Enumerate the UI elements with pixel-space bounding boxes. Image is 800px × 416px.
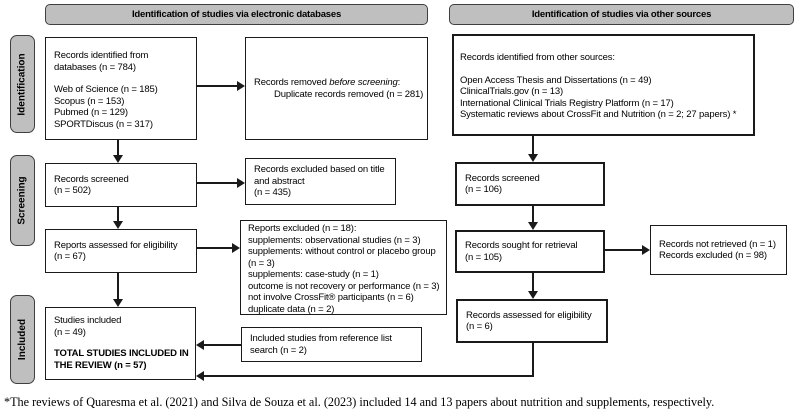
box-records-screened: Records screened (n = 502) — [45, 163, 197, 207]
arrow-assessed-to-included-line — [117, 273, 119, 300]
arrow-screened-to-assessed-line — [117, 207, 119, 222]
header-other-sources: Identification of studies via other sour… — [449, 4, 794, 25]
box-records-identified-other-sources: Records identified from other sources: O… — [452, 34, 755, 136]
arrow-down-icon — [113, 299, 123, 307]
text-line: SPORTDiscus (n = 317) — [54, 118, 153, 130]
text-line: Records sought for retrieval — [465, 240, 578, 251]
text-line: Records assessed for eligibility — [466, 309, 592, 321]
text-line: Systematic reviews about CrossFit and Nu… — [460, 109, 737, 120]
text-line: Studies included — [54, 315, 122, 326]
text-line: Duplicate records removed (n = 281) — [274, 88, 424, 100]
text-line: search (n = 2) — [250, 344, 307, 356]
footnote: *The reviews of Quaresma et al. (2021) a… — [4, 395, 715, 409]
box-reports-assessed-eligibility: Reports assessed for eligibility (n = 67… — [45, 229, 197, 273]
text-line: Records not retrieved (n = 1) — [659, 238, 776, 250]
text-part: Records removed — [254, 77, 330, 88]
text-line: Included studies from reference list — [250, 333, 392, 344]
box-studies-included-total: Studies included (n = 49) TOTAL STUDIES … — [45, 307, 196, 380]
text-line: (n = 6) — [466, 321, 493, 332]
box-records-assessed-eligibility-other: Records assessed for eligibility (n = 6) — [456, 299, 608, 343]
stage-included: Included — [10, 295, 35, 384]
stage-identification-label: Identification — [17, 52, 29, 116]
stage-screening-label: Screening — [17, 176, 29, 225]
arrow-assessed-to-reports-excluded-line — [197, 247, 233, 249]
elbow-assessed-other-to-included-horizontal — [204, 375, 534, 377]
text-line: supplements: case-study (n = 1) — [248, 269, 379, 280]
text-line: Records identified from — [54, 50, 149, 61]
text-part-italic: before screening — [329, 77, 398, 88]
text-line: Records removed before screening: — [254, 77, 419, 89]
text-line: (n = 3) — [248, 257, 275, 269]
arrow-left-icon — [196, 340, 204, 350]
arrow-down-icon — [528, 222, 538, 230]
box-records-screened-other: Records screened (n = 106) — [455, 162, 605, 206]
text-line: Pubmed (n = 129) — [54, 107, 128, 118]
box-records-identified-databases: Records identified from databases (n = 7… — [45, 37, 197, 140]
text-line: duplicate data (n = 2) — [248, 303, 335, 315]
arrow-other-screened-to-sought-line — [532, 206, 534, 223]
box-records-removed-before-screening: Records removed before screening: Duplic… — [245, 37, 428, 140]
stage-identification: Identification — [10, 35, 35, 133]
text-part: : — [397, 77, 401, 88]
stage-included-label: Included — [17, 318, 28, 361]
text-line: (n = 49) — [54, 326, 86, 338]
text-line-bold: THE REVIEW (n = 57) — [54, 359, 147, 371]
text-line: Records excluded based on title — [254, 164, 385, 175]
arrow-screened-to-excluded-line — [197, 182, 238, 184]
text-line: International Clinical Trials Registry P… — [460, 97, 674, 109]
text-line: (n = 105) — [465, 251, 502, 263]
arrow-right-icon — [642, 245, 650, 255]
box-records-excluded-title-abstract: Records excluded based on title and abst… — [245, 158, 396, 205]
arrow-right-icon — [237, 178, 245, 188]
text-line: Scopus (n = 153) — [54, 95, 125, 107]
text-line: Records identified from other sources: — [460, 52, 615, 63]
text-line: databases (n = 784) — [54, 61, 136, 73]
box-reports-excluded-reasons: Reports excluded (n = 18): supplements: … — [240, 220, 447, 315]
arrow-sought-to-assessed-line — [532, 273, 534, 292]
arrow-identified-to-screened-line — [117, 140, 119, 156]
text-line: not involve CrossFit® participants (n = … — [248, 292, 414, 303]
text-line: supplements: observational studies (n = … — [248, 234, 421, 246]
arrow-identified-to-removed-line — [197, 85, 238, 87]
text-line: (n = 435) — [254, 187, 291, 198]
text-line: outcome is not recovery or performance (… — [248, 280, 440, 292]
arrow-reference-to-included-line — [204, 344, 241, 346]
text-line: Open Access Thesis and Dissertations (n … — [460, 74, 652, 86]
spacer — [54, 338, 187, 348]
arrow-down-icon — [113, 221, 123, 229]
text-line: ClinicalTrials.gov (n = 13) — [460, 86, 564, 97]
arrow-down-icon — [113, 155, 123, 163]
text-line: and abstract — [254, 175, 305, 187]
text-line: (n = 67) — [54, 251, 86, 262]
box-records-not-retrieved-excluded: Records not retrieved (n = 1) Records ex… — [650, 225, 787, 275]
arrow-right-icon — [232, 243, 240, 253]
arrow-left-icon — [196, 371, 204, 381]
spacer — [54, 73, 188, 84]
text-line: (n = 106) — [465, 184, 502, 195]
box-included-from-reference-list: Included studies from reference list sea… — [241, 327, 422, 362]
stage-screening: Screening — [10, 155, 35, 246]
arrow-right-icon — [237, 81, 245, 91]
box-records-sought-retrieval: Records sought for retrieval (n = 105) — [455, 230, 605, 273]
text-line: supplements: without control or placebo … — [248, 246, 436, 257]
text-line: Reports assessed for eligibility — [54, 239, 178, 251]
text-line: Web of Science (n = 185) — [54, 84, 158, 95]
arrow-down-icon — [528, 154, 538, 162]
header-electronic-databases: Identification of studies via electronic… — [45, 4, 428, 25]
spacer — [460, 64, 747, 75]
text-line: Reports excluded (n = 18): — [248, 223, 357, 234]
text-line: Records excluded (n = 98) — [659, 250, 767, 261]
arrow-down-icon — [528, 291, 538, 299]
text-line-bold: TOTAL STUDIES INCLUDED IN — [54, 348, 189, 359]
text-line: (n = 502) — [54, 185, 91, 196]
text-line: Records screened — [54, 173, 129, 185]
text-line: Records screened — [465, 172, 540, 184]
elbow-assessed-other-to-included-vertical — [532, 343, 534, 377]
arrow-sought-to-not-retrieved-line — [605, 249, 642, 251]
arrow-other-identified-to-screened-line — [532, 136, 534, 155]
